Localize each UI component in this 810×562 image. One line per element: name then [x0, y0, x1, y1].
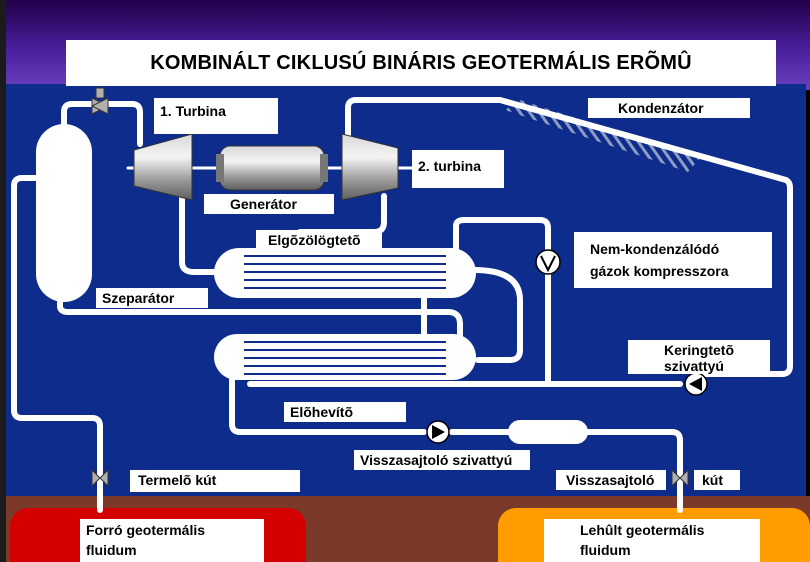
label-preheater: Elõhevítõ	[284, 402, 406, 422]
valve-production-well	[91, 468, 109, 488]
label-production-well: Termelõ kút	[130, 470, 300, 492]
pipe-separator-to-well	[11, 175, 103, 513]
title-box: KOMBINÁLT CIKLUSÚ BINÁRIS GEOTERMÁLIS ER…	[66, 40, 776, 86]
pipe-tank-to-reinjection-well	[585, 429, 683, 513]
label-cold-line2: fluidum	[580, 542, 631, 558]
label-reinjection: Visszasajtoló	[556, 470, 666, 490]
separator-vessel	[36, 124, 92, 302]
generator	[219, 145, 325, 191]
pipe-evaporator-to-compressor	[453, 217, 551, 253]
turbine-2	[341, 133, 399, 201]
label-hot-fluid: Forró geotermális fluidum	[80, 519, 264, 562]
label-hot-line1: Forró geotermális	[86, 522, 206, 538]
label-ncg-line2: gázok kompresszora	[590, 263, 729, 279]
label-ncg-compressor: Nem-kondenzálódó gázok kompresszora	[574, 232, 772, 288]
label-turbine-2: 2. turbina	[412, 150, 504, 188]
pipe-evaporator-preheater-loop	[471, 267, 523, 363]
reinjection-tank	[508, 420, 588, 444]
evaporator-tubes	[244, 255, 446, 289]
label-turbine-1: 1. Turbina	[154, 98, 278, 134]
label-ncg-line1: Nem-kondenzálódó	[590, 241, 720, 257]
left-edge	[0, 0, 6, 562]
label-generator: Generátor	[204, 194, 334, 214]
label-condenser: Kondenzátor	[588, 98, 750, 118]
label-reinjection-pump: Visszasajtoló szivattyú	[354, 450, 530, 470]
label-cold-fluid: Lehûlt geotermális fluidum	[544, 519, 760, 562]
pipe-separator-bottom	[57, 293, 463, 343]
label-hot-line2: fluidum	[86, 542, 137, 558]
label-circ-line2: szivattyú	[664, 358, 724, 374]
preheater-tubes	[244, 341, 446, 375]
label-evaporator: Elgõzölögtetõ	[256, 230, 382, 250]
valve-top	[90, 87, 110, 115]
label-cold-line1: Lehûlt geotermális	[580, 522, 705, 538]
pipe-turbine1-to-evaporator	[179, 193, 231, 275]
pipe-turbine2-to-condenser	[345, 97, 793, 377]
label-separator: Szeparátor	[96, 288, 208, 308]
label-circulation-pump: Keringtetõ szivattyú	[628, 340, 770, 374]
label-well: kút	[694, 470, 740, 490]
turbine-1	[133, 133, 193, 201]
valve-reinjection-well	[671, 468, 689, 488]
pipe-network	[11, 97, 793, 513]
diagram-title: KOMBINÁLT CIKLUSÚ BINÁRIS GEOTERMÁLIS ER…	[150, 51, 692, 74]
label-circ-line1: Keringtetõ	[664, 342, 734, 358]
pipe-preheater-to-reinjection	[229, 377, 427, 435]
